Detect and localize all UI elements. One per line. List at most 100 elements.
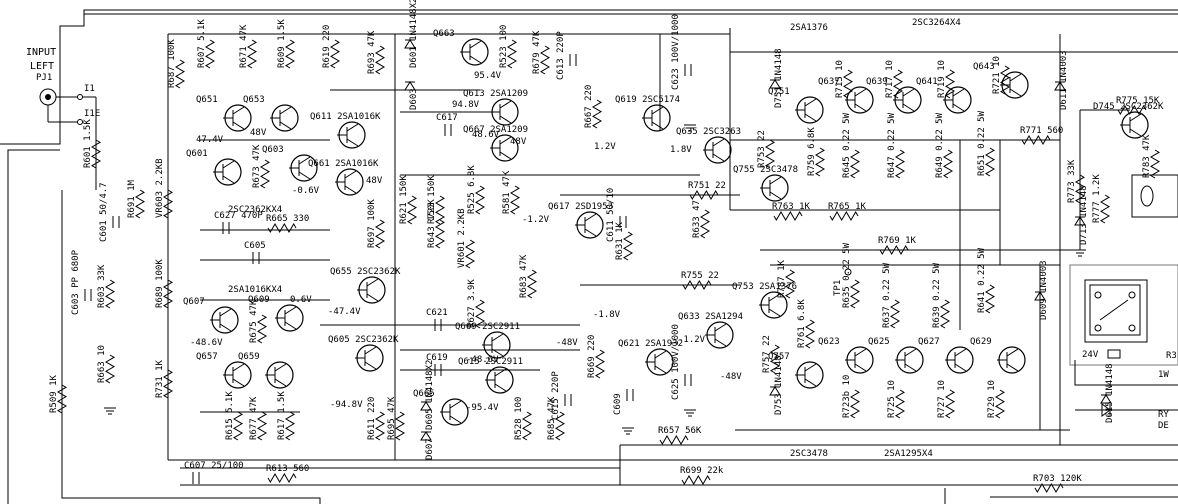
transistor-lead (469, 40, 482, 49)
label-r669: R669 220 (587, 335, 597, 378)
ttc-box (1131, 174, 1178, 218)
resistor-icon (829, 211, 859, 221)
diode-icon (1074, 216, 1086, 226)
label-d745: D745 2SC2362K (1093, 102, 1164, 112)
label-r731: R731 1K (155, 359, 165, 398)
relay-pin (1128, 324, 1136, 332)
voltage-14: -48V (556, 338, 578, 348)
transistor-lead (712, 153, 725, 162)
voltage-12: -1.2V (522, 215, 550, 225)
bot-q-lower: 2SC3478 (790, 449, 828, 459)
frame-top (0, 9, 1178, 145)
label-q629: Q629 (970, 337, 992, 347)
label-q641: Q641 (916, 77, 938, 87)
label-r765: R765 1K (828, 202, 867, 212)
testpoint-icon[interactable] (844, 268, 852, 276)
voltage-13: -1.8V (593, 310, 621, 320)
resistor-icon (1150, 149, 1160, 179)
label-r523: R523 100 (499, 25, 509, 68)
transistor-lead (804, 363, 817, 372)
transistor-lead (346, 138, 359, 147)
label-d607: D607 (425, 438, 435, 460)
pin-i1-label: I1 (84, 84, 95, 94)
transistor-lead (854, 103, 867, 112)
transistor-lead (902, 88, 915, 97)
label-q753: Q753 2SA1376 (732, 282, 797, 292)
resistor-icon (257, 411, 267, 441)
voltage-19: -1.2V (678, 335, 706, 345)
bot-q-lower-x4: 2SA1295X4 (884, 449, 933, 459)
voltage-7: 95.4V (474, 71, 502, 81)
voltage-9: 48.6V (472, 130, 500, 140)
diode-icon (1034, 291, 1046, 301)
label-r751: R751 22 (688, 181, 726, 191)
transistor-lead (449, 400, 462, 409)
label-r723: R723 150K (427, 175, 437, 224)
label-r691: R691 1M (127, 179, 137, 218)
label-d605: D605 1N4148X2 (425, 360, 435, 430)
label-r663: R663 10 (97, 345, 107, 383)
resistor-icon (247, 39, 257, 69)
label-r783: R783 47K (1142, 134, 1152, 178)
resistor-icon (465, 239, 475, 269)
relay-1w: 1W (1158, 370, 1169, 380)
transistor-lead (714, 323, 727, 332)
label-r613: R613 560 (266, 464, 309, 474)
transistor-lead (768, 293, 781, 302)
label-r729: R729 10 (987, 380, 997, 418)
resistor-icon (850, 149, 860, 179)
transistor-lead (904, 363, 917, 372)
label-c625: C625 100V/1000 (671, 324, 681, 400)
resistor-icon (805, 319, 815, 349)
resistor-icon (700, 209, 710, 239)
label-q625: Q625 (868, 337, 890, 347)
label-q621: Q621 2SA1932 (618, 339, 683, 349)
transistor-lead (1009, 88, 1022, 97)
label-r647: R647 0.22 5W (887, 112, 897, 178)
label-q653: Q653 (243, 95, 265, 105)
resistor-icon (163, 189, 173, 219)
label-r627: R627 3.9K (467, 279, 477, 328)
resistor-icon (375, 45, 385, 75)
label-q665: Q665 (413, 389, 435, 399)
resistor-icon (105, 354, 115, 384)
wire (1074, 360, 1178, 386)
transistor-lead (651, 121, 664, 130)
label-q667: Q667 2SA1209 (463, 125, 528, 135)
transistor-lead (344, 170, 357, 179)
label-c609: C609 (613, 393, 623, 415)
transistor-lead (364, 361, 377, 370)
transistor-lead (952, 88, 965, 97)
resistor-icon (943, 149, 953, 179)
resistor-icon (435, 219, 445, 249)
label-r697: R697 100K (367, 199, 377, 248)
group-label-top: 2SC2362KX4 (228, 205, 282, 215)
relay-body (1084, 279, 1148, 343)
label-q755: Q755 2SC3478 (733, 165, 798, 175)
label-c627: C627 470P (214, 211, 263, 221)
label-r509: R509 1K (49, 374, 59, 413)
relay-contact (1099, 299, 1129, 321)
resistor-icon (785, 269, 795, 299)
label-q603: Q603 (262, 145, 284, 155)
resistor-icon (659, 435, 689, 445)
input-title-2: LEFT (30, 61, 54, 72)
label-r683: R683 47K (519, 254, 529, 298)
resistor-icon (765, 139, 775, 169)
label-vr601: VR601 2.2KB (457, 208, 467, 268)
resistor-icon (205, 39, 215, 69)
voltage-1: 48V (250, 128, 267, 138)
resistor-icon (595, 349, 605, 379)
resistor-icon (540, 45, 550, 75)
label-q619: Q619 2SC5174 (615, 95, 680, 105)
label-q751: Q751 (768, 87, 790, 97)
label-tp1: TP1 (833, 280, 843, 296)
label-r667: R667 220 (584, 85, 594, 128)
resistor-icon (773, 211, 803, 221)
group-label-mid: 2SA1016KX4 (228, 285, 282, 295)
input-jack-label: PJ1 (36, 73, 52, 83)
resistor-icon (623, 231, 633, 261)
transistor-lead (584, 228, 597, 237)
transistor-lead (769, 176, 782, 185)
resistor-icon (285, 39, 295, 69)
